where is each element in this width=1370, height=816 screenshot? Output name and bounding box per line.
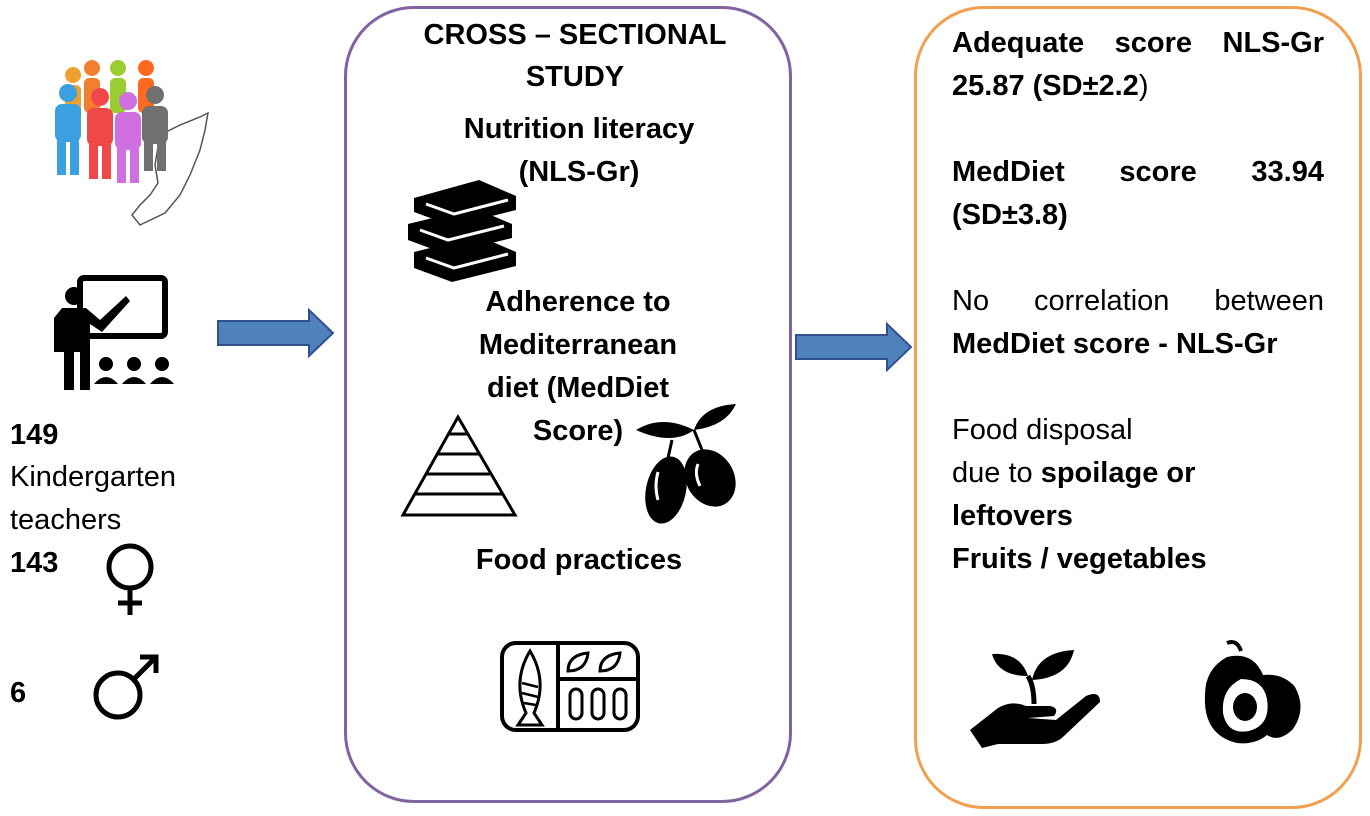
results-panel — [914, 6, 1362, 809]
plant-hand-icon — [970, 650, 1100, 748]
flow-arrow-1 — [217, 307, 335, 359]
pyramid-icon — [400, 413, 518, 517]
people-group-icon — [55, 60, 209, 226]
mediterranean-diet-label: Adherence to Mediterranean diet (MedDiet… — [478, 286, 678, 447]
olives-icon — [636, 404, 736, 524]
study-title: CROSS – SECTIONAL STUDY — [423, 19, 727, 93]
nutrition-literacy-label: Nutrition literacy (NLS-Gr) — [463, 113, 695, 188]
male-symbol-icon — [93, 654, 159, 720]
food-practices-label: Food practices — [475, 544, 683, 576]
teacher-icon — [54, 275, 174, 390]
participants-label-1: Kindergarten — [10, 461, 177, 493]
female-count: 143 — [10, 547, 59, 579]
participants-count: 149 — [10, 419, 59, 451]
avocado-icon — [1204, 640, 1301, 744]
books-icon — [408, 180, 516, 282]
food-tray-icon — [500, 641, 640, 732]
male-count: 6 — [10, 677, 27, 709]
female-symbol-icon — [106, 543, 154, 615]
result-food-disposal: Food disposal due to spoilage or leftove… — [952, 414, 1207, 575]
flow-arrow-2 — [795, 321, 913, 373]
participants-label-2: teachers — [10, 504, 122, 536]
